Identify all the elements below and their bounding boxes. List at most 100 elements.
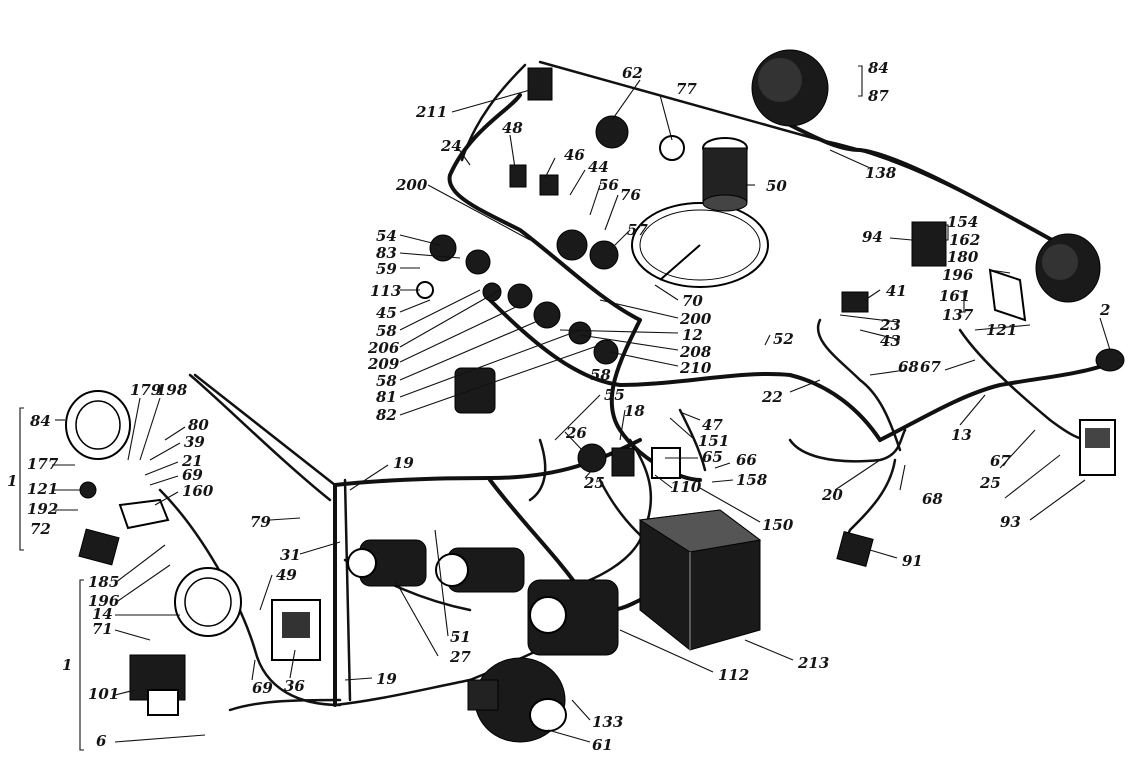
label-154: 154 (947, 213, 978, 231)
label-23-top: 23 (879, 316, 901, 334)
label-52: 52 (773, 330, 794, 348)
label-81: 81 (376, 388, 397, 406)
label-198: 198 (156, 381, 188, 399)
label-200-top: 200 (395, 176, 428, 194)
label-179: 179 (130, 381, 162, 399)
dashboard-instruments (416, 67, 685, 365)
label-70: 70 (682, 292, 703, 310)
label-65: 65 (702, 448, 723, 466)
generator-27 (347, 539, 427, 587)
label-196-left: 196 (88, 592, 120, 610)
headlamp-left-bottom (174, 567, 242, 637)
label-113: 113 (370, 282, 401, 300)
label-18: 18 (624, 402, 645, 420)
relay-36 (271, 599, 321, 661)
label-180: 180 (947, 248, 979, 266)
label-160: 160 (182, 482, 214, 500)
label-46: 46 (564, 146, 585, 164)
headlamp-right (1035, 233, 1101, 303)
label-58-c: 58 (590, 366, 611, 384)
label-24: 24 (440, 137, 462, 155)
label-208: 208 (679, 343, 712, 361)
label-196-right: 196 (942, 266, 974, 284)
label-47: 47 (702, 416, 723, 434)
label-91: 91 (902, 552, 923, 570)
label-50: 50 (766, 177, 787, 195)
label-83: 83 (376, 244, 397, 262)
rear-lamp-93 (1079, 419, 1116, 476)
starter-motor (435, 547, 525, 593)
label-58-b: 58 (376, 372, 397, 390)
label-41: 41 (886, 282, 907, 300)
label-25-center: 25 (583, 474, 605, 492)
headlamp-left-top (65, 390, 131, 460)
label-87: 87 (868, 87, 889, 105)
label-12: 12 (682, 326, 703, 344)
label-31: 31 (280, 546, 301, 564)
socket-121 (79, 481, 97, 499)
label-19-bottom: 19 (376, 670, 397, 688)
label-1-top: 1 (7, 472, 17, 490)
lamp-101 (129, 654, 186, 716)
label-200-bottom: 200 (679, 310, 712, 328)
label-51: 51 (450, 628, 471, 646)
label-138: 138 (865, 164, 897, 182)
label-21: 21 (181, 452, 203, 470)
label-82: 82 (376, 406, 397, 424)
label-2: 2 (1099, 301, 1110, 319)
label-93: 93 (1000, 513, 1021, 531)
coil-55 (454, 367, 496, 414)
heater-fan-61 (467, 657, 567, 743)
label-48: 48 (502, 119, 523, 137)
label-67-top: 67 (920, 358, 941, 376)
label-151: 151 (698, 432, 729, 450)
label-68-top: 68 (898, 358, 919, 376)
label-25-right: 25 (979, 474, 1001, 492)
label-150: 150 (762, 516, 794, 534)
label-94: 94 (862, 228, 883, 246)
leader-lines (19, 65, 1111, 751)
sound-signal-50 (702, 137, 748, 212)
label-55: 55 (604, 386, 625, 404)
label-58-a: 58 (376, 322, 397, 340)
steering-wheel (631, 202, 769, 288)
label-13: 13 (951, 426, 972, 444)
label-56: 56 (598, 176, 619, 194)
label-210: 210 (679, 359, 712, 377)
lamp-72 (78, 528, 120, 566)
label-162: 162 (949, 231, 980, 249)
bracket-160 (118, 498, 170, 530)
label-20: 20 (821, 486, 843, 504)
label-137: 137 (942, 306, 974, 324)
label-71: 71 (92, 620, 113, 638)
label-44: 44 (588, 158, 609, 176)
label-45: 45 (376, 304, 397, 322)
label-121-left: 121 (27, 480, 58, 498)
label-76: 76 (620, 186, 641, 204)
relay-box-94 (911, 221, 947, 267)
label-72: 72 (30, 520, 51, 538)
label-211: 211 (415, 103, 447, 121)
label-69-bottom: 69 (252, 679, 273, 697)
label-6: 6 (96, 732, 107, 750)
label-209: 209 (367, 355, 400, 373)
label-49: 49 (276, 566, 297, 584)
switch-41 (841, 291, 869, 313)
lamp-2 (1095, 348, 1125, 372)
label-206: 206 (367, 339, 400, 357)
label-57: 57 (627, 221, 648, 239)
label-36: 36 (284, 677, 305, 695)
label-185: 185 (88, 573, 119, 591)
label-69-left: 69 (182, 466, 203, 484)
distributor-112 (527, 579, 619, 656)
label-43: 43 (880, 332, 901, 350)
label-68-bottom: 68 (922, 490, 943, 508)
label-67-bottom: 67 (990, 452, 1011, 470)
switch-26 (577, 443, 635, 477)
battery-213 (638, 509, 762, 651)
label-77: 77 (676, 80, 697, 98)
label-121-right: 121 (986, 321, 1017, 339)
label-26: 26 (565, 424, 587, 442)
